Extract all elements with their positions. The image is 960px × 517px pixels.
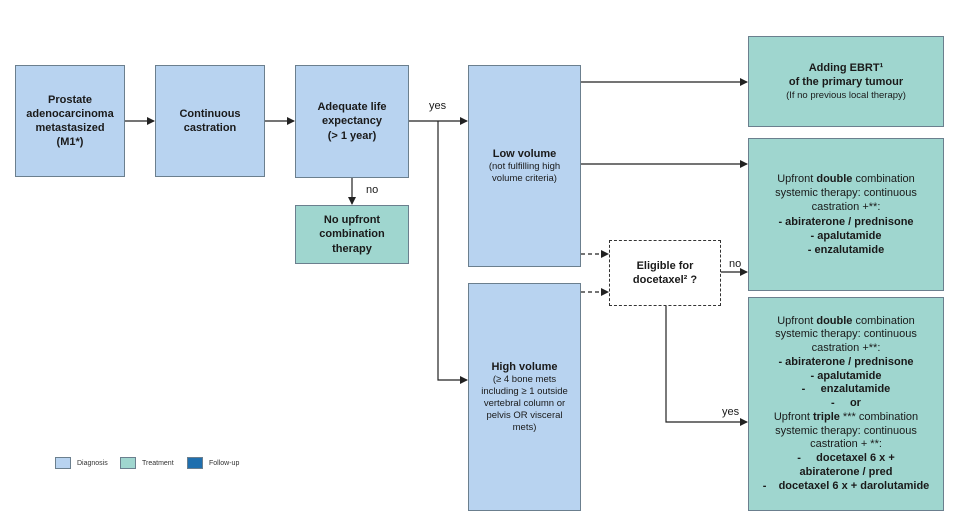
- box-low-volume: Low volume (not fulfilling high volume c…: [468, 65, 581, 267]
- text-span: double: [816, 314, 853, 327]
- drug-line: - docetaxel 6 x + darolutamide: [762, 479, 930, 492]
- low-volume-title: Low volume: [492, 147, 557, 160]
- text-line: volume criteria): [492, 173, 557, 185]
- legend-label: Follow-up: [209, 459, 240, 467]
- label-yes-eligible: yes: [722, 406, 740, 418]
- drug-line: - abiraterone / prednisone: [778, 355, 914, 368]
- text-line: combination: [319, 228, 385, 241]
- text-span: combination: [852, 173, 915, 186]
- text-span: Upfront: [777, 173, 817, 186]
- label-no-life: no: [366, 184, 379, 196]
- legend-treatment: Treatment: [120, 457, 174, 469]
- text-line: Upfront double combination: [777, 315, 915, 329]
- text-line: vertebral column or: [483, 397, 566, 409]
- legend-follow-up: Follow-up: [187, 457, 239, 469]
- text-line: Upfront triple *** combination: [774, 411, 918, 425]
- legend-swatch-diagnosis: [55, 457, 71, 469]
- text-line: (not fulfilling high: [488, 160, 561, 172]
- text-line: systemic therapy: continuous: [775, 424, 917, 437]
- box-prostate-adenocarcinoma: Prostate adenocarcinoma metastasized (M1…: [15, 65, 125, 177]
- text-line: expectancy: [322, 115, 382, 128]
- text-line: No upfront: [323, 214, 381, 227]
- or-line: - or: [831, 397, 861, 410]
- box-double-or-triple-combination: Upfront double combination systemic ther…: [748, 297, 944, 511]
- text-line: Prostate: [47, 93, 93, 106]
- text-line: (≥ 4 bone mets: [492, 373, 557, 385]
- box-continuous-castration: Continuous castration: [155, 65, 265, 177]
- text-line: castration +**:: [811, 342, 881, 355]
- box-adding-ebrt: Adding EBRT¹ of the primary tumour (If n…: [748, 36, 944, 127]
- text-line: (M1*): [56, 136, 84, 149]
- text-line: docetaxel² ?: [632, 274, 698, 286]
- legend-diagnosis: Diagnosis: [55, 457, 108, 469]
- legend-label: Treatment: [142, 459, 174, 467]
- text-line: of the primary tumour: [788, 76, 904, 89]
- text-line: systemic therapy: continuous: [775, 328, 917, 341]
- text-line: including ≥ 1 outside: [481, 385, 568, 397]
- label-no-eligible: no: [729, 258, 742, 270]
- text-span: Upfront: [773, 410, 813, 423]
- text-line: systemic therapy: continuous: [775, 187, 917, 200]
- drug-line: - apalutamide: [810, 369, 882, 382]
- box-double-combination: Upfront double combination systemic ther…: [748, 138, 944, 291]
- legend-swatch-follow-up: [187, 457, 203, 469]
- text-span: Upfront: [777, 314, 817, 327]
- text-line: Eligible for: [636, 259, 694, 272]
- arrow-life-to-high: [437, 121, 468, 384]
- box-adequate-life-expectancy: Adequate life expectancy (> 1 year): [295, 65, 409, 178]
- text-line: therapy: [332, 242, 372, 255]
- arrow-eligible-yes-to-combo: [665, 306, 748, 426]
- drug-line: - docetaxel 6 x +: [797, 452, 895, 465]
- box-eligible-for-docetaxel: Eligible for docetaxel² ?: [609, 240, 721, 306]
- text-line: (If no previous local therapy): [786, 89, 906, 101]
- text-line: (> 1 year): [327, 129, 377, 142]
- text-line: metastasized: [35, 122, 105, 134]
- legend-swatch-treatment: [120, 457, 136, 469]
- text-line: Adequate life: [317, 101, 387, 114]
- drug-line: - enzalutamide: [801, 383, 891, 396]
- drug-line: - apalutamide: [810, 229, 882, 242]
- drug-line: - abiraterone / prednisone: [778, 215, 914, 228]
- text-line: castration + **:: [810, 438, 882, 451]
- text-line: Upfront double combination: [777, 172, 915, 186]
- text-line: pelvis OR visceral: [486, 410, 563, 422]
- drug-line: abiraterone / pred: [799, 465, 893, 478]
- text-span: double: [816, 173, 853, 186]
- drug-line: - enzalutamide: [807, 243, 885, 256]
- legend-label: Diagnosis: [77, 459, 108, 467]
- high-volume-title: High volume: [491, 360, 558, 373]
- box-high-volume: High volume (≥ 4 bone mets including ≥ 1…: [468, 283, 581, 511]
- text-span: *** combination: [839, 410, 919, 423]
- ebrt-title: Adding EBRT¹: [808, 62, 884, 75]
- box-no-upfront-combination: No upfront combination therapy: [295, 205, 409, 264]
- text-line: castration +**:: [811, 201, 881, 214]
- text-line: mets): [512, 422, 537, 434]
- text-line: castration: [183, 122, 237, 134]
- text-line: Continuous: [179, 107, 241, 120]
- text-span: combination: [852, 314, 915, 327]
- text-line: adenocarcinoma: [26, 107, 114, 120]
- label-yes-life: yes: [429, 100, 447, 112]
- text-span: triple: [812, 410, 840, 423]
